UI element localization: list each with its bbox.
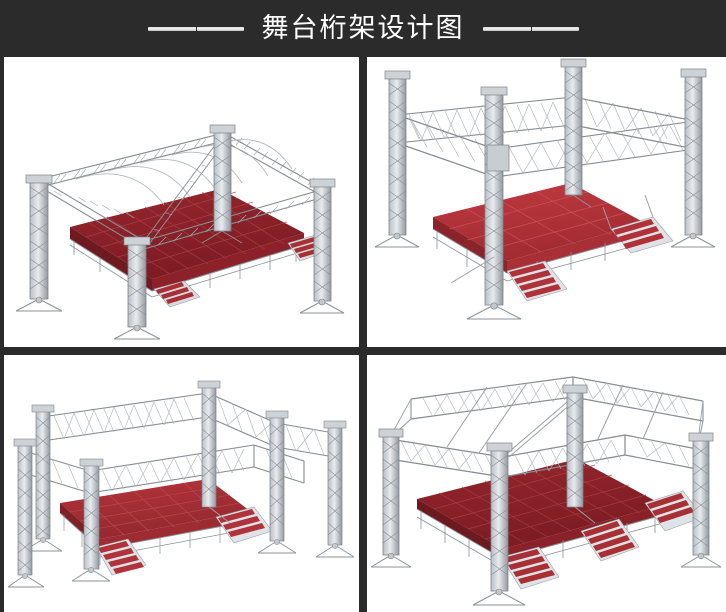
truss-tower-back <box>201 124 243 244</box>
truss-tower-front <box>113 236 161 340</box>
stage-stairs-front <box>153 280 201 308</box>
roof-truss-peaked <box>388 376 704 478</box>
truss-tower-back-right <box>560 58 592 208</box>
title-rule-right-icon <box>482 25 579 32</box>
gable-roof-truss-drawing <box>4 355 359 612</box>
stage-stairs-front <box>500 546 560 590</box>
truss-image-panel-3[interactable] <box>4 355 359 612</box>
truss-gallery-grid <box>0 57 726 612</box>
stage-stairs-right <box>644 490 704 532</box>
page-title: 舞台桁架设计图 <box>261 13 465 43</box>
truss-tower-left <box>370 428 412 568</box>
flat-roof-tower-truss-drawing <box>367 57 726 347</box>
truss-tower-back-mid <box>562 384 596 524</box>
truss-tower-left <box>15 174 63 312</box>
truss-tower-b <box>197 380 231 524</box>
truss-tower-right <box>299 178 345 314</box>
truss-tower-c <box>257 410 297 554</box>
title-rule-left-icon <box>147 25 244 32</box>
truss-image-panel-2[interactable] <box>367 57 726 347</box>
truss-tower-a <box>23 404 63 552</box>
stage-stairs-front <box>506 260 568 302</box>
truss-tower-right <box>680 432 722 568</box>
truss-tower-f <box>71 458 111 582</box>
stage-stairs-front <box>95 538 147 576</box>
truss-tower-front-left <box>450 86 522 320</box>
truss-tower-e <box>7 438 45 588</box>
truss-image-panel-1[interactable] <box>4 57 359 347</box>
truss-tower-d <box>315 420 355 558</box>
truss-tower-front <box>472 442 526 606</box>
large-peaked-roof-truss-drawing <box>367 355 726 612</box>
stage-stairs-side <box>602 194 674 254</box>
page-header: 舞台桁架设计图 <box>0 0 726 57</box>
truss-image-panel-4[interactable] <box>367 355 726 612</box>
truss-tower-back-left <box>374 70 420 248</box>
truss-tower-far-right <box>670 68 716 248</box>
stage-stairs-side <box>215 506 273 544</box>
arched-roof-truss-drawing <box>4 57 359 347</box>
stage-stairs-middle <box>580 518 640 562</box>
